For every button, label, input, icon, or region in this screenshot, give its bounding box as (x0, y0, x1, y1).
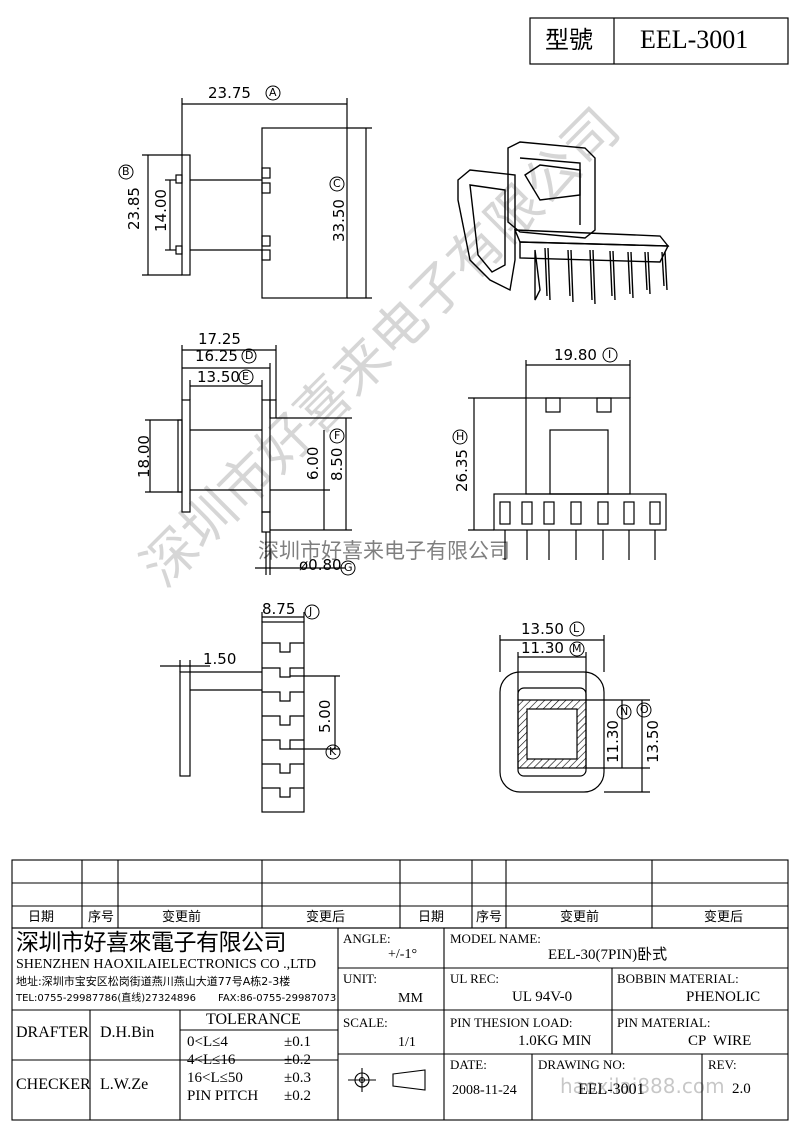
bobbin-label: BOBBIN MATERIAL: (617, 971, 739, 986)
title-box (529, 17, 789, 65)
ul-value: UL 94V-0 (512, 989, 573, 1005)
dim-d: 16.25 (195, 347, 238, 365)
scale-label: SCALE: (343, 1015, 388, 1030)
marker-d: D (245, 349, 254, 362)
dim-i: 19.80 (554, 346, 597, 364)
marker-e: E (242, 370, 249, 383)
dim-a: 23.75 (208, 84, 251, 102)
rev-date-2: 日期 (418, 910, 445, 925)
marker-f: F (334, 429, 341, 442)
angle-value: +/-1° (388, 947, 418, 962)
drawing-label: DRAWING NO: (538, 1057, 626, 1072)
watermark-url: haoxilai888.com (560, 1074, 725, 1098)
marker-h: H (456, 430, 465, 443)
drawing-value: EEL-3001 (578, 1081, 645, 1098)
checker-label: CHECKER (16, 1076, 91, 1093)
rev-after-2: 变更后 (704, 910, 744, 925)
load-value: 1.0KG MIN (518, 1033, 592, 1049)
dim-b: 23.85 (125, 187, 143, 230)
rev-label: REV: (708, 1057, 737, 1072)
dim-e: 13.50 (197, 368, 240, 386)
dim-n: 11.30 (604, 720, 622, 763)
marker-a: A (269, 86, 277, 99)
rev-value: 2.0 (732, 1081, 751, 1097)
pin-side-view (160, 612, 340, 813)
dim-j: 8.75 (262, 600, 296, 618)
marker-l: L (573, 622, 580, 635)
dim-g: ø0.80 (299, 556, 342, 574)
marker-j: J (309, 605, 313, 618)
dim-150: 1.50 (203, 650, 237, 668)
date-label: DATE: (450, 1057, 487, 1072)
tol-range-3: 16<L≤50 (187, 1070, 243, 1086)
checker-name: L.W.Ze (100, 1076, 149, 1093)
angle-label: ANGLE: (343, 931, 391, 946)
dim-14: 14.00 (152, 189, 170, 232)
tolerance-title: TOLERANCE (206, 1011, 301, 1028)
dim-f: 8.50 (328, 447, 346, 481)
dim-c: 33.50 (330, 199, 348, 242)
marker-n: N (620, 705, 629, 718)
dim-k: 5.00 (316, 699, 334, 733)
pin-value: CP WIRE (688, 1033, 752, 1049)
model-label: MODEL NAME: (450, 931, 541, 946)
side-view (142, 98, 372, 299)
date-value: 2008-11-24 (452, 1083, 517, 1098)
rev-before-1: 变更前 (162, 910, 202, 925)
company-fax: FAX:86-0755-29987073 (218, 993, 337, 1004)
scale-value: 1/1 (398, 1035, 416, 1050)
watermark-horizontal: 深圳市好喜来电子有限公司 (258, 539, 510, 563)
dim-600: 6.00 (304, 446, 322, 480)
section-view (499, 635, 650, 793)
unit-value: MM (398, 991, 423, 1006)
marker-k: K (329, 745, 337, 758)
revision-table (11, 859, 789, 929)
drafter-name: D.H.Bin (100, 1024, 155, 1041)
company-address: 地址:深圳市宝安区松岗街道燕川燕山大道77号A栋2-3楼 (16, 975, 291, 988)
marker-b: B (122, 165, 130, 178)
tol-range-2: 4<L≤16 (187, 1052, 236, 1068)
title-model: EEL-3001 (640, 25, 749, 54)
company-tel: TEL:0755-29987786(直线)27324896 (16, 993, 197, 1004)
unit-label: UNIT: (343, 971, 378, 986)
rev-no-2: 序号 (476, 910, 503, 925)
marker-i: I (608, 348, 612, 361)
dim-1800: 18.00 (135, 435, 153, 478)
pin-view (468, 360, 667, 560)
tol-range-4: PIN PITCH (187, 1088, 259, 1104)
dim-m: 11.30 (521, 639, 564, 657)
title-label: 型號 (545, 26, 593, 54)
bobbin-value: PHENOLIC (686, 989, 761, 1005)
tol-val-4: ±0.2 (284, 1088, 311, 1104)
front-view (145, 345, 352, 575)
drafter-label: DRAFTER (16, 1024, 89, 1041)
tol-val-1: ±0.1 (284, 1034, 311, 1050)
dim-l: 13.50 (521, 620, 564, 638)
rev-date-1: 日期 (28, 910, 55, 925)
marker-g: G (344, 561, 353, 574)
company-name-cn: 深圳市好喜來電子有限公司 (16, 930, 287, 956)
pin-label: PIN MATERIAL: (617, 1015, 711, 1030)
dim-1725: 17.25 (198, 330, 241, 348)
marker-c: C (333, 177, 341, 190)
tol-val-2: ±0.2 (284, 1052, 311, 1068)
title-block (11, 927, 789, 1121)
rev-before-2: 变更前 (560, 910, 600, 925)
load-label: PIN THESION LOAD: (450, 1015, 573, 1030)
tol-val-3: ±0.3 (284, 1070, 311, 1086)
tol-range-1: 0<L≤4 (187, 1034, 228, 1050)
rev-no-1: 序号 (88, 910, 115, 925)
dimension-markers (118, 85, 652, 760)
ul-label: UL REC: (450, 971, 499, 986)
model-value: EEL-30(7PIN)卧式 (548, 947, 668, 963)
dim-2635: 26.35 (453, 449, 471, 492)
isometric-view (457, 141, 670, 305)
company-name-en: SHENZHEN HAOXILAIELECTRONICS CO .,LTD (16, 957, 317, 972)
dim-o: 13.50 (644, 720, 662, 763)
marker-o: O (640, 703, 649, 716)
marker-m: M (572, 642, 582, 655)
rev-after-1: 变更后 (306, 910, 346, 925)
